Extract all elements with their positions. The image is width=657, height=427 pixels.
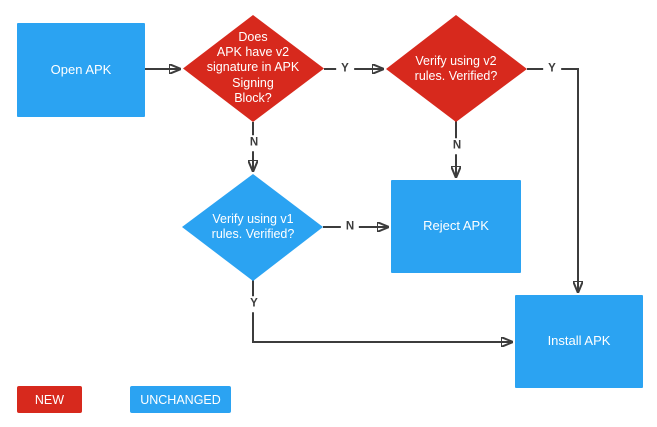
legend-new-label: NEW	[34, 392, 65, 407]
edge-label-v1verify-no: N	[340, 219, 360, 235]
decision-diamond-verify-v2	[386, 15, 527, 122]
node-reject-apk-label: Reject APK	[423, 218, 489, 234]
edge-v1verify-yes	[252, 280, 512, 342]
edge-label-v2check-yes: Y	[336, 61, 354, 77]
decision-diamond-has-v2-signature	[183, 15, 324, 122]
node-open-apk-label: Open APK	[50, 61, 112, 77]
legend-unchanged: UNCHANGED	[130, 386, 231, 413]
edge-label-v2verify-no: N	[447, 138, 467, 154]
legend-unchanged-label: UNCHANGED	[140, 392, 221, 407]
edge-v2verify-yes	[527, 68, 578, 292]
node-install-apk: Install APK	[515, 295, 643, 388]
node-reject-apk: Reject APK	[391, 180, 521, 273]
edge-label-v2verify-yes: Y	[543, 61, 561, 77]
legend-new: NEW	[17, 386, 82, 413]
decision-diamond-verify-v1	[182, 174, 323, 281]
node-install-apk-label: Install APK	[547, 333, 611, 349]
edge-label-v1verify-yes: Y	[245, 296, 263, 312]
edge-label-v2check-no: N	[244, 135, 264, 151]
node-open-apk: Open APK	[17, 23, 145, 117]
